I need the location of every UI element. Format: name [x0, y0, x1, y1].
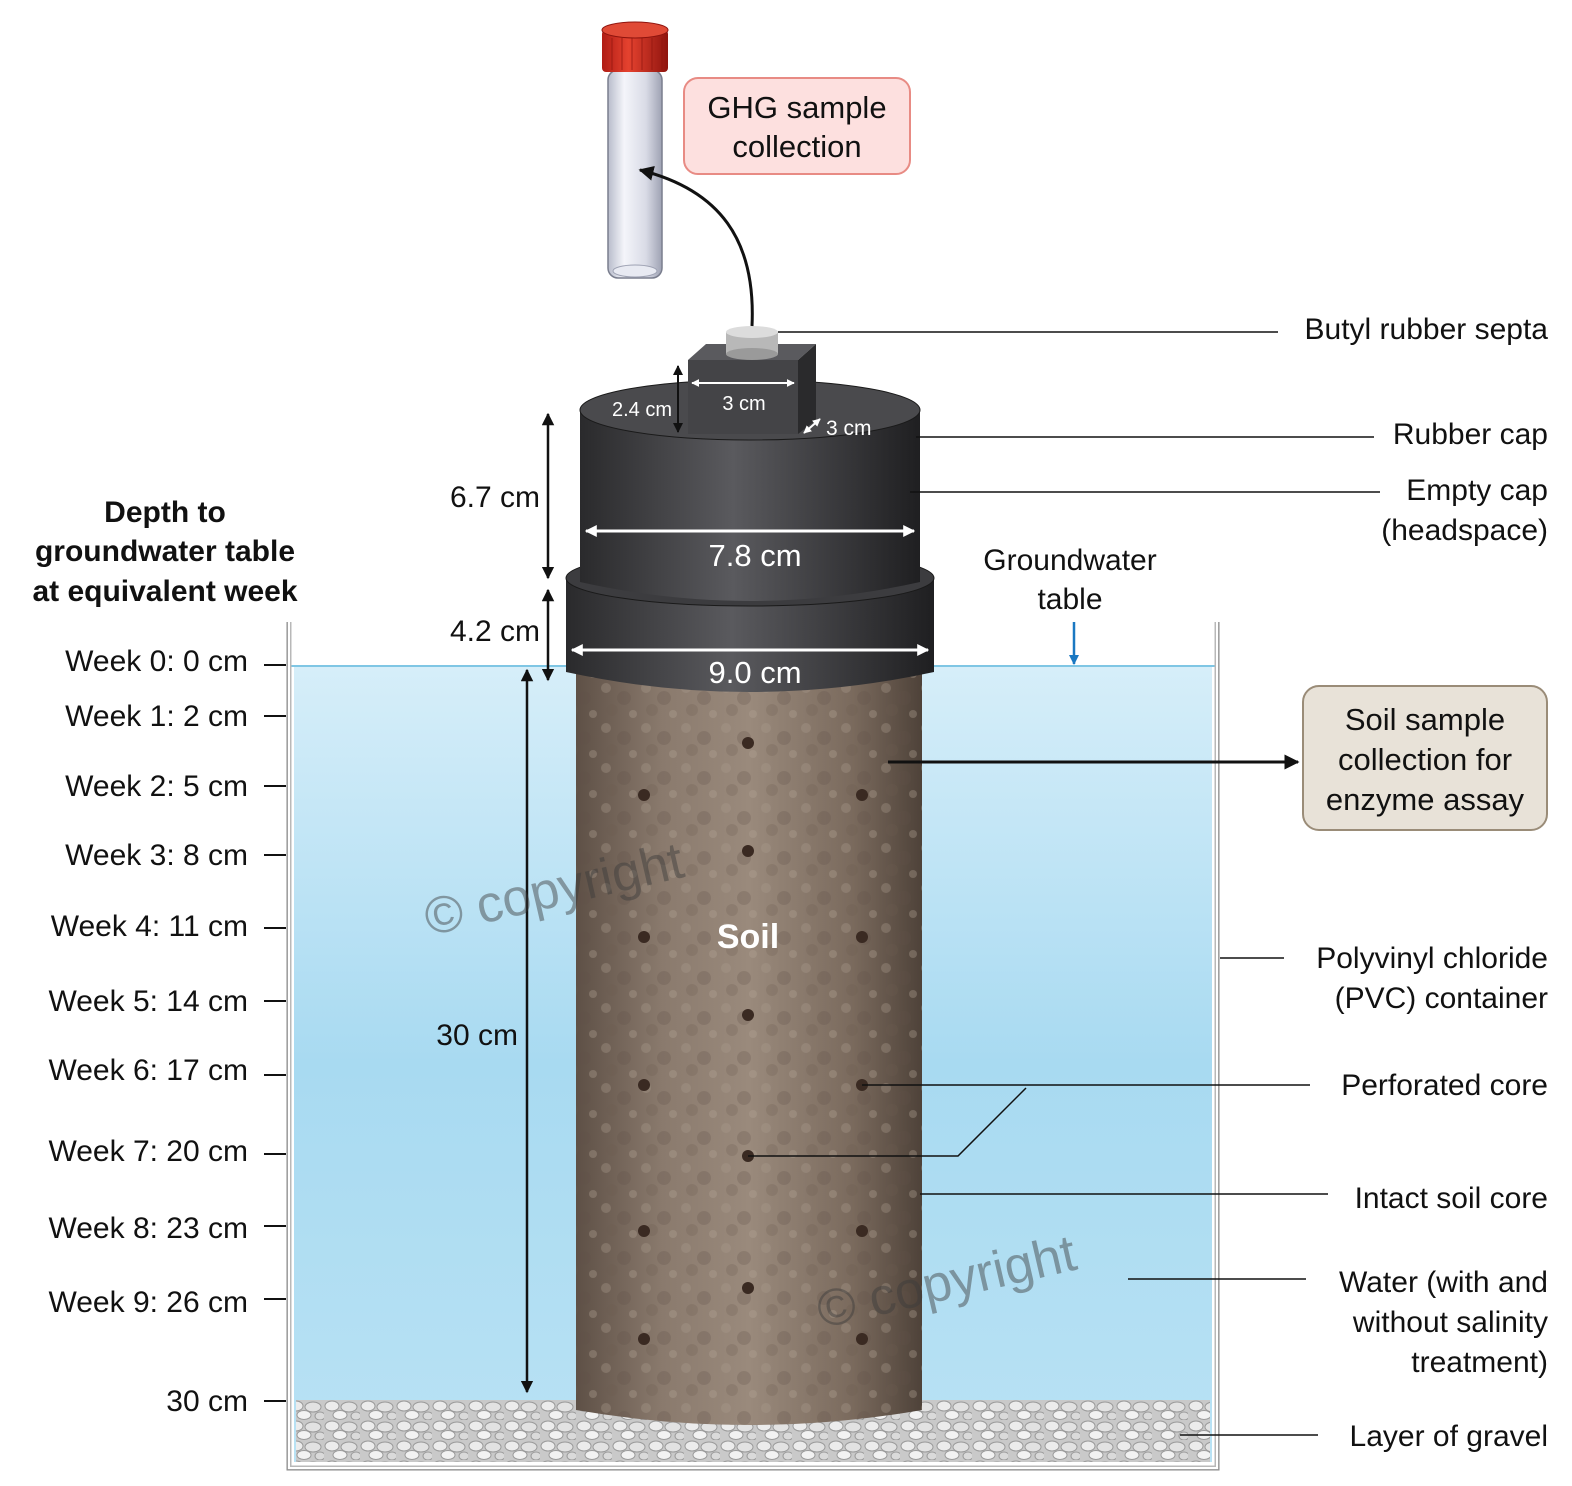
gravel-label: Layer of gravel [1350, 1420, 1548, 1453]
depth-title-line-2: groundwater table [35, 535, 295, 568]
water-label-line-1: Water (with and [1339, 1266, 1548, 1299]
sampling-port [688, 326, 816, 434]
ghg-callout-line-2: collection [732, 129, 861, 164]
soil-callout: Soil sample collection for enzyme assay [1302, 685, 1548, 831]
water-label-line-3: treatment) [1411, 1346, 1548, 1379]
port-height-label: 2.4 cm [612, 399, 672, 421]
empty-cap-label-line-2: (headspace) [1381, 514, 1548, 547]
groundwater-label-line-2: table [1037, 583, 1102, 616]
week-5-label: Week 5: 14 cm [48, 985, 248, 1018]
dimension-arrows [520, 365, 683, 1394]
depth-title-line-3: at equivalent week [32, 575, 297, 608]
depth-30-label: 30 cm [166, 1385, 248, 1418]
pvc-label-line-2: (PVC) container [1335, 982, 1548, 1015]
right-labels: Butyl rubber septa Rubber cap Empty cap … [1305, 313, 1549, 1453]
depth-panel: Depth to groundwater table at equivalent… [32, 496, 297, 1418]
port-width-label: 3 cm [722, 393, 765, 415]
rubber-cap-label: Rubber cap [1393, 418, 1548, 451]
empty-cap-label-line-1: Empty cap [1406, 474, 1548, 507]
week-1-label: Week 1: 2 cm [65, 700, 248, 733]
ghg-callout-line-1: GHG sample [707, 90, 886, 125]
core-depth-label: 30 cm [436, 1019, 518, 1052]
week-2-label: Week 2: 5 cm [65, 770, 248, 803]
week-9-label: Week 9: 26 cm [48, 1286, 248, 1319]
week-6-label: Week 6: 17 cm [48, 1054, 248, 1087]
water-label-line-2: without salinity [1352, 1306, 1548, 1339]
soil-label: Soil [717, 918, 779, 956]
perforated-core-label: Perforated core [1341, 1069, 1548, 1102]
collar-height-label: 4.2 cm [450, 615, 540, 648]
groundwater-label-line-1: Groundwater [983, 544, 1156, 577]
week-4-label: Week 4: 11 cm [51, 910, 248, 943]
butyl-septa [726, 326, 778, 338]
week-3-label: Week 3: 8 cm [65, 839, 248, 872]
ghg-callout: GHG sample collection [683, 77, 911, 175]
pvc-label-line-1: Polyvinyl chloride [1316, 942, 1548, 975]
sample-vial-icon [601, 21, 669, 279]
cap-width-label: 7.8 cm [708, 538, 801, 573]
soil-callout-line-2: collection for [1338, 742, 1512, 777]
depth-title-line-1: Depth to [104, 496, 226, 529]
soil-core [576, 670, 922, 1425]
week-8-label: Week 8: 23 cm [48, 1212, 248, 1245]
intact-soil-core-label: Intact soil core [1355, 1182, 1548, 1215]
port-depth-label: 3 cm [826, 417, 872, 440]
collar-width-label: 9.0 cm [708, 655, 801, 690]
white-dimension-arrows [570, 379, 930, 656]
cap-height-label: 6.7 cm [450, 481, 540, 514]
ghg-arrow [638, 166, 754, 327]
perforation-holes [638, 737, 868, 1345]
soil-callout-line-3: enzyme assay [1326, 782, 1525, 817]
soil-callout-line-1: Soil sample [1345, 702, 1505, 737]
week-7-label: Week 7: 20 cm [48, 1135, 248, 1168]
leader-lines [748, 331, 1380, 1436]
butyl-septa-label: Butyl rubber septa [1305, 313, 1549, 346]
week-0-label: Week 0: 0 cm [65, 645, 248, 678]
